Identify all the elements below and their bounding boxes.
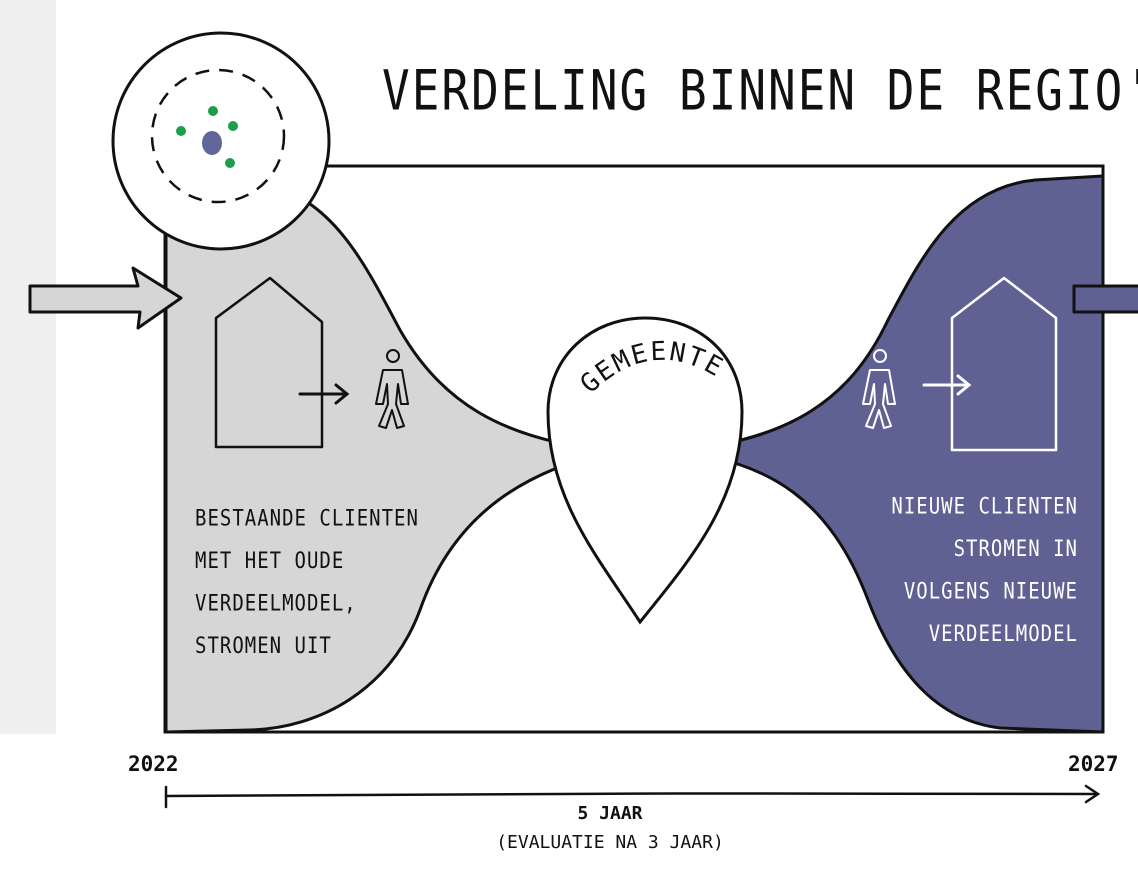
evaluation-note: (EVALUATIE NA 3 JAAR) <box>496 832 724 853</box>
exit-arrow <box>298 383 350 405</box>
outflow-description: BESTAANDE CLIENTEN MET HET OUDE VERDEELM… <box>195 497 419 667</box>
inflow-line: STROMEN IN <box>953 535 1078 562</box>
start-year: 2022 <box>128 752 179 776</box>
timeline-arrow <box>164 784 1101 809</box>
outgoing-arrow-icon <box>1072 284 1138 314</box>
entry-arrow <box>922 374 972 396</box>
end-year: 2027 <box>1068 752 1119 776</box>
outflow-line: MET HET OUDE <box>195 547 345 574</box>
person-icon <box>375 349 409 429</box>
duration-label: 5 JAAR <box>577 803 643 824</box>
house-icon <box>214 276 324 449</box>
outflow-line: STROMEN UIT <box>195 632 332 659</box>
page-title: VERDELING BINNEN DE REGIO'S <box>382 58 1138 123</box>
inflow-line: VOLGENS NIEUWE <box>903 578 1078 605</box>
pin-notch <box>595 445 695 458</box>
outflow-line: BESTAANDE CLIENTEN <box>195 505 419 532</box>
background-panel <box>0 0 56 734</box>
inflow-description: NIEUWE CLIENTEN STROMEN IN VOLGENS NIEUW… <box>891 485 1078 655</box>
location-pin-icon <box>546 316 744 625</box>
region-circle-icon <box>111 31 331 251</box>
inflow-line: VERDEELMODEL <box>928 620 1078 647</box>
house-icon-white <box>950 276 1058 452</box>
inflow-line: NIEUWE CLIENTEN <box>891 493 1078 520</box>
outflow-line: VERDEELMODEL, <box>195 590 357 617</box>
person-icon-white <box>862 349 896 429</box>
incoming-arrow-icon <box>28 266 183 330</box>
